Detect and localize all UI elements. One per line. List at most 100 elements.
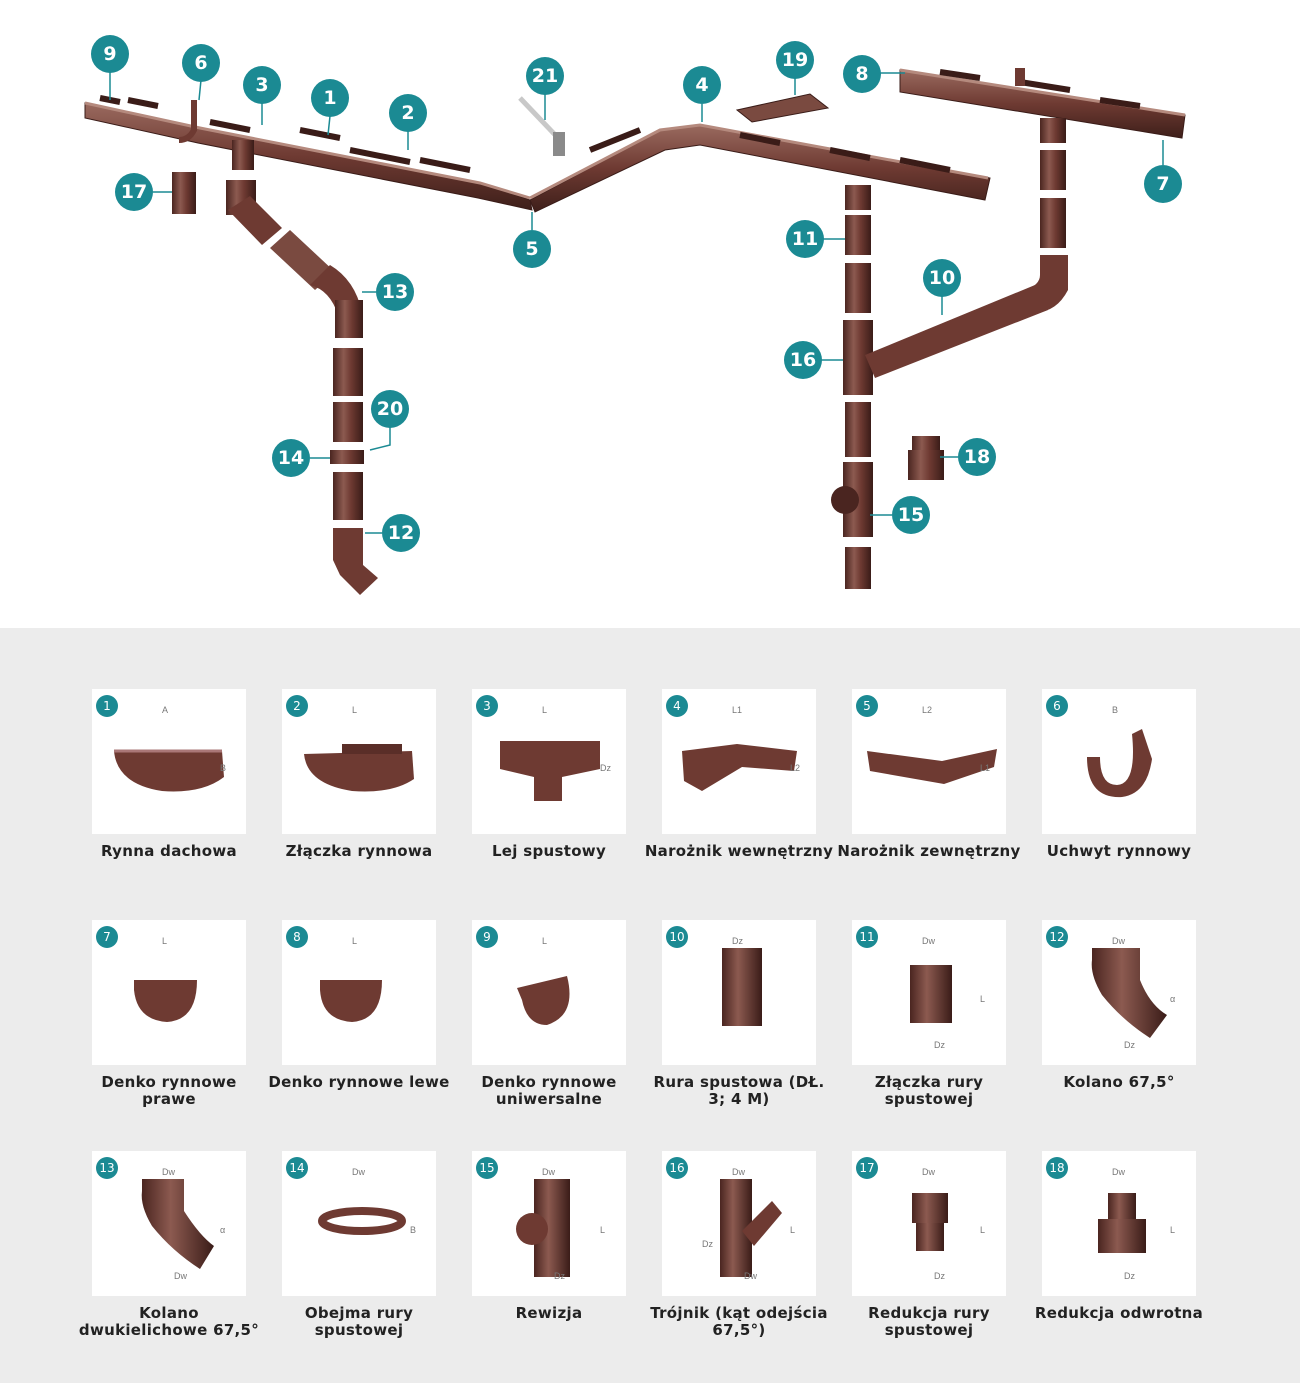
callout-14: 14	[272, 439, 310, 477]
dimension-label: Dw	[174, 1271, 187, 1281]
product-name-9: Denko rynnowe uniwersalne	[481, 1073, 617, 1108]
product-illustration: L	[320, 936, 382, 1022]
callout-11: 11	[786, 220, 824, 258]
dimension-label: B	[1112, 705, 1118, 715]
callout-12: 12	[382, 514, 420, 552]
callout-2: 2	[389, 94, 427, 132]
dimension-label: Dw	[922, 936, 935, 946]
callout-21: 21	[526, 57, 564, 95]
downpipe-left	[172, 140, 378, 595]
product-number-badge: 1	[96, 695, 118, 717]
product-number-badge: 5	[856, 695, 878, 717]
gutter-cover-part-19	[735, 93, 830, 123]
dimension-label: L2	[790, 763, 800, 773]
product-number-badge: 10	[666, 926, 688, 948]
dimension-label: Dw	[1112, 936, 1125, 946]
callout-15: 15	[892, 496, 930, 534]
dimension-label: A	[162, 705, 168, 715]
dimension-label: L	[542, 936, 547, 946]
dimension-label: Dw	[744, 1271, 757, 1281]
callout-1: 1	[311, 79, 349, 117]
product-name-13: Kolano dwukielichowe 67,5°	[78, 1304, 260, 1339]
dimension-label: Dz	[600, 763, 611, 773]
product-card-10[interactable]: Dz 10	[662, 920, 816, 1065]
dimension-label: Dz	[554, 1271, 565, 1281]
dimension-label: L1	[732, 705, 742, 715]
product-name-18: Redukcja odwrotna	[1034, 1304, 1204, 1322]
callout-7: 7	[1144, 165, 1182, 203]
product-number-badge: 11	[856, 926, 878, 948]
product-name-15: Rewizja	[515, 1304, 583, 1322]
product-illustration: Dz	[722, 936, 762, 1026]
product-name-11: Złączka rury spustowej	[874, 1073, 984, 1108]
callout-19: 19	[776, 41, 814, 79]
dimension-label: L	[980, 994, 985, 1004]
dimension-label: L	[352, 705, 357, 715]
callout-16: 16	[784, 341, 822, 379]
callout-5: 5	[513, 230, 551, 268]
downpipe-right	[831, 118, 1068, 589]
dimension-label: L	[162, 936, 167, 946]
product-number-badge: 17	[856, 1157, 878, 1179]
product-number-badge: 4	[666, 695, 688, 717]
dimension-label: L1	[980, 763, 990, 773]
product-number-badge: 15	[476, 1157, 498, 1179]
callout-18: 18	[958, 438, 996, 476]
callout-13: 13	[376, 273, 414, 311]
product-name-2: Złączka rynnowa	[285, 842, 433, 860]
dimension-label: α	[1170, 994, 1175, 1004]
product-name-17: Redukcja rury spustowej	[868, 1304, 990, 1339]
product-number-badge: 6	[1046, 695, 1068, 717]
product-name-16: Trójnik (kąt odejścia 67,5°)	[650, 1304, 828, 1339]
dimension-label: Dw	[542, 1167, 555, 1177]
dimension-label: Dw	[1112, 1167, 1125, 1177]
callout-9: 9	[91, 35, 129, 73]
product-illustration: DwB	[318, 1167, 416, 1235]
product-name-6: Uchwyt rynnowy	[1046, 842, 1192, 860]
callout-20: 20	[371, 390, 409, 428]
product-illustration: AB	[114, 705, 226, 792]
dimension-label: L	[790, 1225, 795, 1235]
product-illustration: L Dz	[500, 705, 611, 801]
dimension-label: Dz	[732, 936, 743, 946]
product-name-1: Rynna dachowa	[101, 842, 237, 860]
callout-4: 4	[683, 66, 721, 104]
dimension-label: Dz	[934, 1271, 945, 1281]
gutter-system-diagram: 9 6 3 1 2 21 4 19 8 7 17 5 11 10 13 16 2…	[0, 0, 1300, 628]
dimension-label: L	[542, 705, 547, 715]
callout-8: 8	[843, 55, 881, 93]
product-number-badge: 16	[666, 1157, 688, 1179]
product-name-5: Narożnik zewnętrzny	[837, 842, 1021, 860]
callout-leader-lines	[109, 72, 1164, 534]
dimension-label: L	[1170, 1225, 1175, 1235]
product-name-7: Denko rynnowe prawe	[101, 1073, 237, 1108]
product-number-badge: 18	[1046, 1157, 1068, 1179]
gutter-run-right	[899, 68, 1186, 139]
product-number-badge: 2	[286, 695, 308, 717]
